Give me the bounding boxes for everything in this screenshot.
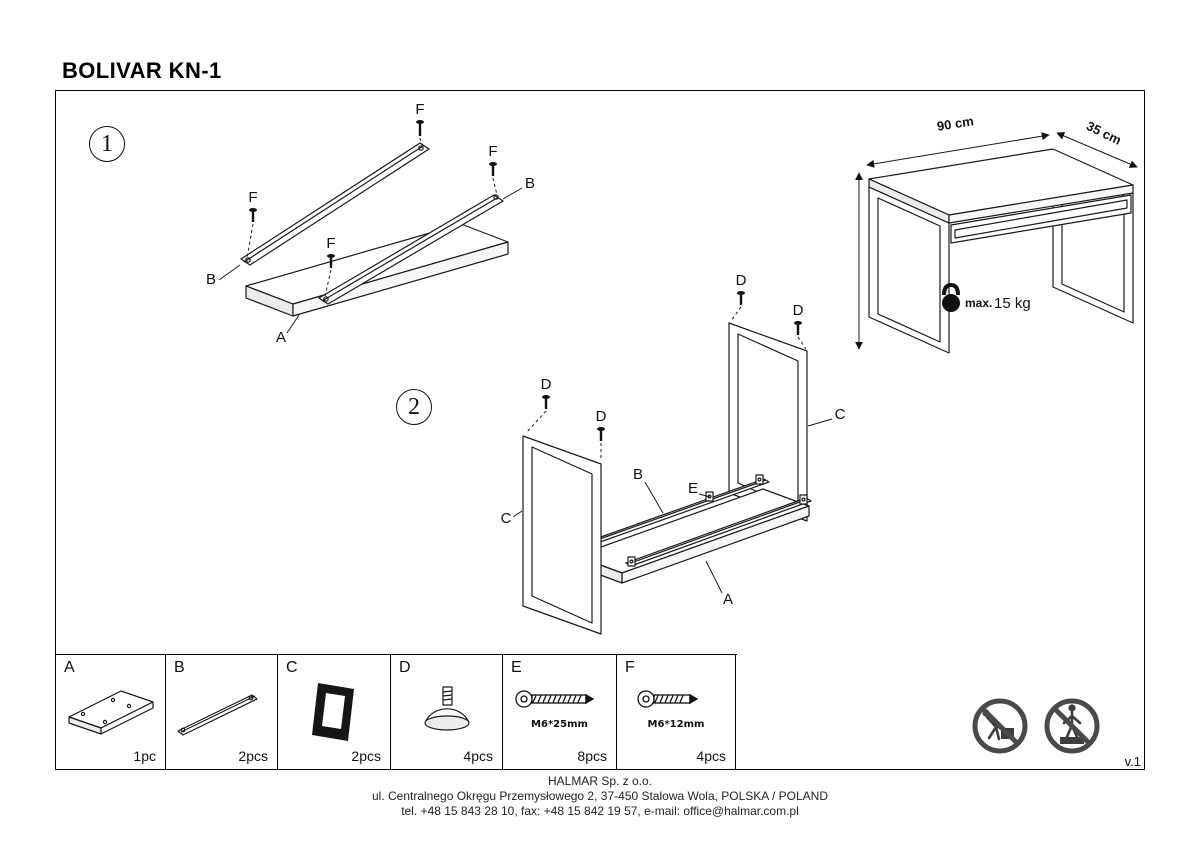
side-frame-c-left-drawing: [522, 435, 602, 635]
part-cell-a: A 1pc: [56, 655, 166, 769]
part-cell-c: C 2pcs: [278, 655, 391, 769]
label-e: E: [688, 480, 698, 497]
width-dimension-label: 90 cm: [936, 113, 975, 134]
label-f1: F: [415, 101, 424, 118]
label-b1: B: [525, 175, 535, 192]
step-2-badge: 2: [396, 389, 432, 425]
part-c-letter: C: [286, 659, 298, 676]
part-e-spec: M6*25mm: [531, 719, 588, 730]
part-f-letter: F: [625, 659, 635, 676]
part-cell-d: D 4pcs: [391, 655, 503, 769]
version-label: v.1: [1124, 754, 1141, 769]
label-d1: D: [541, 376, 552, 393]
label-f3: F: [248, 189, 257, 206]
part-a-letter: A: [64, 659, 75, 676]
no-pushing-furniture-icon: [972, 698, 1028, 754]
part-d-qty: 4pcs: [463, 748, 493, 764]
rail-b-front-drawing: [318, 194, 504, 305]
part-a-qty: 1pc: [133, 748, 156, 764]
part-c-frame-icon: [312, 683, 354, 741]
parts-table: A 1pc B: [56, 654, 737, 769]
step-2-diagram: D D D D C C B E A: [501, 272, 846, 635]
part-e-qty: 8pcs: [577, 748, 607, 764]
part-a-board-icon: [67, 690, 154, 735]
part-f-qty: 4pcs: [696, 748, 726, 764]
step-1-badge: 1: [89, 126, 125, 162]
screw-d-4-icon: [794, 321, 807, 350]
part-b-rail-icon: [176, 694, 258, 736]
no-climbing-furniture-icon: [1044, 698, 1100, 754]
part-b-letter: B: [174, 659, 185, 676]
screw-d-1-icon: [525, 395, 550, 434]
depth-dimension-label: 35 cm: [1084, 118, 1124, 148]
step-1-diagram: F F F F B B A: [206, 101, 535, 346]
screw-f-1-icon: [416, 120, 424, 146]
side-frame-c-right-drawing: [728, 322, 808, 522]
step-2-number: 2: [408, 393, 420, 420]
page-title: BOLIVAR KN-1: [62, 58, 222, 83]
part-cell-e: E M6*25mm 8pcs: [503, 655, 617, 769]
screw-d-3-icon: [730, 291, 745, 322]
screw-d-2-icon: [597, 427, 605, 461]
part-d-foot-icon: [423, 686, 470, 731]
board-a-assembly-drawing: [575, 474, 812, 584]
part-b-qty: 2pcs: [238, 748, 268, 764]
product-diagram: 90 cm 35 cm max. 15 kg: [855, 113, 1138, 354]
label-f4: F: [326, 235, 335, 252]
screw-f-4-icon: [324, 254, 335, 297]
part-f-screw-icon: [637, 690, 699, 708]
screw-f-3-icon: [246, 208, 257, 259]
label-b2: B: [206, 271, 216, 288]
rail-b-back-drawing: [240, 142, 430, 266]
label-d2: D: [596, 408, 607, 425]
part-e-letter: E: [511, 659, 522, 676]
label-b: B: [633, 466, 643, 483]
label-d3: D: [736, 272, 747, 289]
product-apron: [950, 194, 1132, 244]
main-frame: 1: [55, 90, 1145, 770]
label-a2: A: [723, 591, 733, 608]
part-e-screw-icon: [514, 690, 594, 708]
part-f-spec: M6*12mm: [647, 719, 705, 730]
label-a: A: [276, 329, 286, 346]
screw-f-2-icon: [489, 162, 498, 196]
dimension-arrow-depth: [1056, 132, 1138, 168]
part-cell-f: F M6*12mm 4pcs: [617, 655, 736, 769]
part-c-qty: 2pcs: [351, 748, 381, 764]
part-d-letter: D: [399, 659, 411, 676]
label-c1: C: [501, 510, 512, 527]
part-cell-b: B 2pcs: [166, 655, 278, 769]
max-weight-value: 15 kg: [994, 295, 1031, 312]
label-d4: D: [793, 302, 804, 319]
footer-address: ul. Centralnego Okręgu Przemysłowego 2, …: [371, 789, 828, 803]
max-weight-prefix: max.: [965, 296, 992, 310]
label-c2: C: [835, 406, 846, 423]
footer-company: HALMAR Sp. z o.o.: [547, 774, 653, 788]
kettlebell-weight-icon: [942, 282, 960, 312]
step-1-number: 1: [101, 130, 113, 157]
footer: HALMAR Sp. z o.o. ul. Centralnego Okręgu…: [0, 774, 1200, 819]
footer-contact: tel. +48 15 843 28 10, fax: +48 15 842 1…: [401, 804, 799, 818]
dimension-arrow-width: [866, 132, 1050, 168]
label-f2: F: [488, 143, 497, 160]
